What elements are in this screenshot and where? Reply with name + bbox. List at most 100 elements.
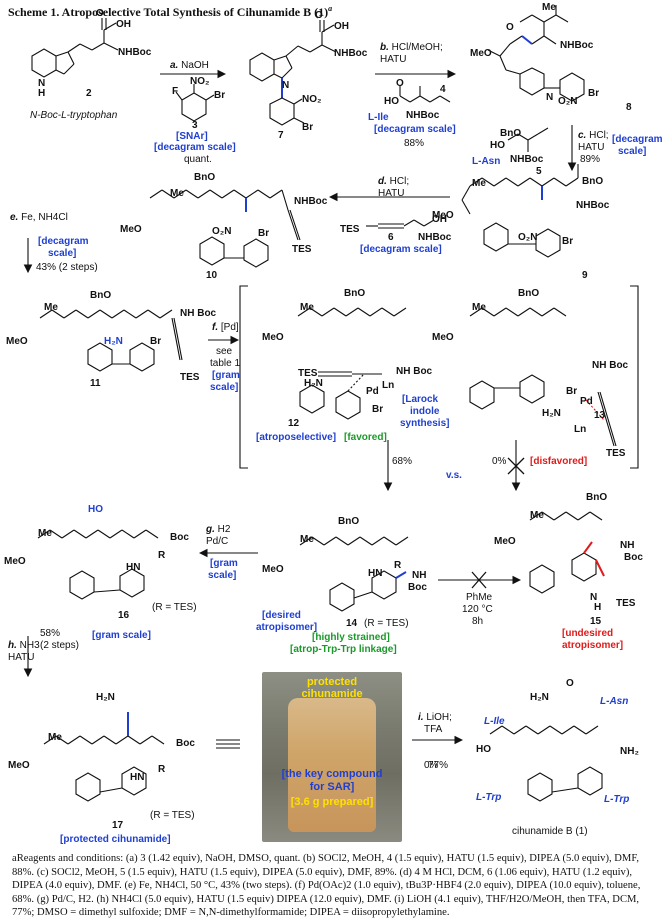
step-d: d. HCl; [378,176,410,187]
structure-12 [297,307,407,420]
label-bno-14: BnO [338,516,360,527]
label-nh2-11: H₂N [104,336,123,347]
label-larock-3: synthesis] [400,418,450,429]
structure-14 [299,536,409,612]
label-hn-16: HN [126,562,141,573]
label-nhboc-4: NHBoc [406,110,440,121]
label-no2-7: NO₂ [302,94,322,105]
label-r-16: R [158,550,166,561]
label-phme: PhMe [466,592,493,603]
label-hn-14: HN [368,568,383,579]
label-r-17: R [158,764,166,775]
label-desired-1: [desired [262,610,301,621]
label-tes-12: TES [298,368,318,379]
label-f-3: F [172,86,179,97]
yield-e: 43% (2 steps) [36,262,98,273]
label-no2-8: O₂N [558,96,578,107]
structure-1 [489,725,603,802]
compound-number-5: 5 [536,166,542,177]
compound-number-2: 2 [86,88,92,99]
label-br-10: Br [258,228,270,239]
step-g: g. H2 [206,524,231,535]
label-h2n-1: H₂N [530,692,549,703]
label-temp: 120 °C [462,604,493,615]
label-br-12: Br [372,404,384,415]
structure-4 [399,86,451,103]
compound-number-9: 9 [582,270,588,281]
label-scale-e2: scale] [48,248,77,259]
label-tes-6: TES [340,224,360,235]
label-ln-12: Ln [382,380,395,391]
label-ho-16: HO [88,504,103,515]
label-br-8: Br [588,88,600,99]
structure-2 [31,18,119,78]
label-oh-2: OH [116,19,131,30]
label-h2n-17: H₂N [96,692,115,703]
photo-label-5: [3.6 g prepared] [290,796,374,808]
structure-10 [149,189,301,268]
label-snar: [SNAr] [176,131,208,142]
step-f-see: see [216,346,233,357]
label-l-ile: L-Ile [368,112,389,123]
label-atrop-linkage: [atrop-Trp-Trp linkage] [290,644,397,655]
yield-c: 89% [580,154,601,165]
label-tes-15: TES [616,598,636,609]
label-nh2-12: H₂N [304,378,323,389]
label-o-1: O [566,678,574,689]
compound-number-16: 16 [118,610,130,621]
step-h-hatu: HATU [8,652,35,663]
label-nhboc-10: NHBoc [294,196,328,207]
label-nhboc-13: NH Boc [592,360,629,371]
compound-number-10: 10 [206,270,218,281]
label-meo-16: MeO [4,556,26,567]
structure-17 [43,712,165,802]
label-meo-10: MeO [120,224,142,235]
label-favored: [favored] [344,432,387,443]
label-me-14: Me [300,534,314,545]
label-meo-14: MeO [262,564,284,575]
label-scale-c2: scale] [618,146,647,157]
label-o-4: O [396,78,404,89]
compound-number-14: 14 [346,618,358,629]
scheme-title: Scheme 1. Atroposelective Total Synthesi… [8,4,333,19]
label-rtes-17: (R = TES) [150,810,195,821]
label-me-10: Me [170,188,184,199]
label-me-9: Me [472,178,486,189]
compound-number-7: 7 [278,130,284,141]
label-boc-14: Boc [408,582,427,593]
label-undesired-1: [undesired [562,628,614,639]
compound-number-3: 3 [192,120,198,131]
step-c: c. HCl; [578,130,609,141]
photo-protected-cihunamide: protected cihunamide [the key compound f… [262,672,402,842]
structure-7 [249,20,337,126]
label-me-15: Me [530,510,544,521]
label-nhboc-11: NH Boc [180,308,217,319]
label-br-9: Br [562,236,574,247]
label-ho-4: HO [384,96,399,107]
label-me-11: Me [44,302,58,313]
label-bno-10: BnO [194,172,216,183]
label-no2-9: O₂N [518,232,538,243]
label-scale-g1: [gram [210,558,238,569]
label-l-trp-1: L-Trp [476,792,502,803]
step-b: b. HCl/MeOH; [380,42,443,53]
label-nh-14: NH [412,570,427,581]
label-nhboc-12: NH Boc [396,366,433,377]
compound-name-1: cihunamide B (1) [512,826,588,837]
label-ho-5: HO [490,140,505,151]
structure-5 [507,127,549,152]
label-l-asn: L-Asn [472,156,501,167]
label-desired-2: atropisomer] [256,622,318,633]
label-tes-13: TES [606,448,626,459]
compound-number-8: 8 [626,102,632,113]
label-h-2: H [38,88,46,99]
compound-number-6: 6 [388,232,394,243]
label-l-asn-1: L-Asn [600,696,629,707]
label-bno-13: BnO [518,288,540,299]
label-tes-10: TES [292,244,312,255]
label-scale-a: [decagram scale] [154,142,236,153]
label-scale-e1: [decagram [38,236,89,247]
label-br-3: Br [214,90,226,101]
compound-number-4: 4 [440,84,446,95]
label-nhboc-8: NHBoc [560,40,594,51]
